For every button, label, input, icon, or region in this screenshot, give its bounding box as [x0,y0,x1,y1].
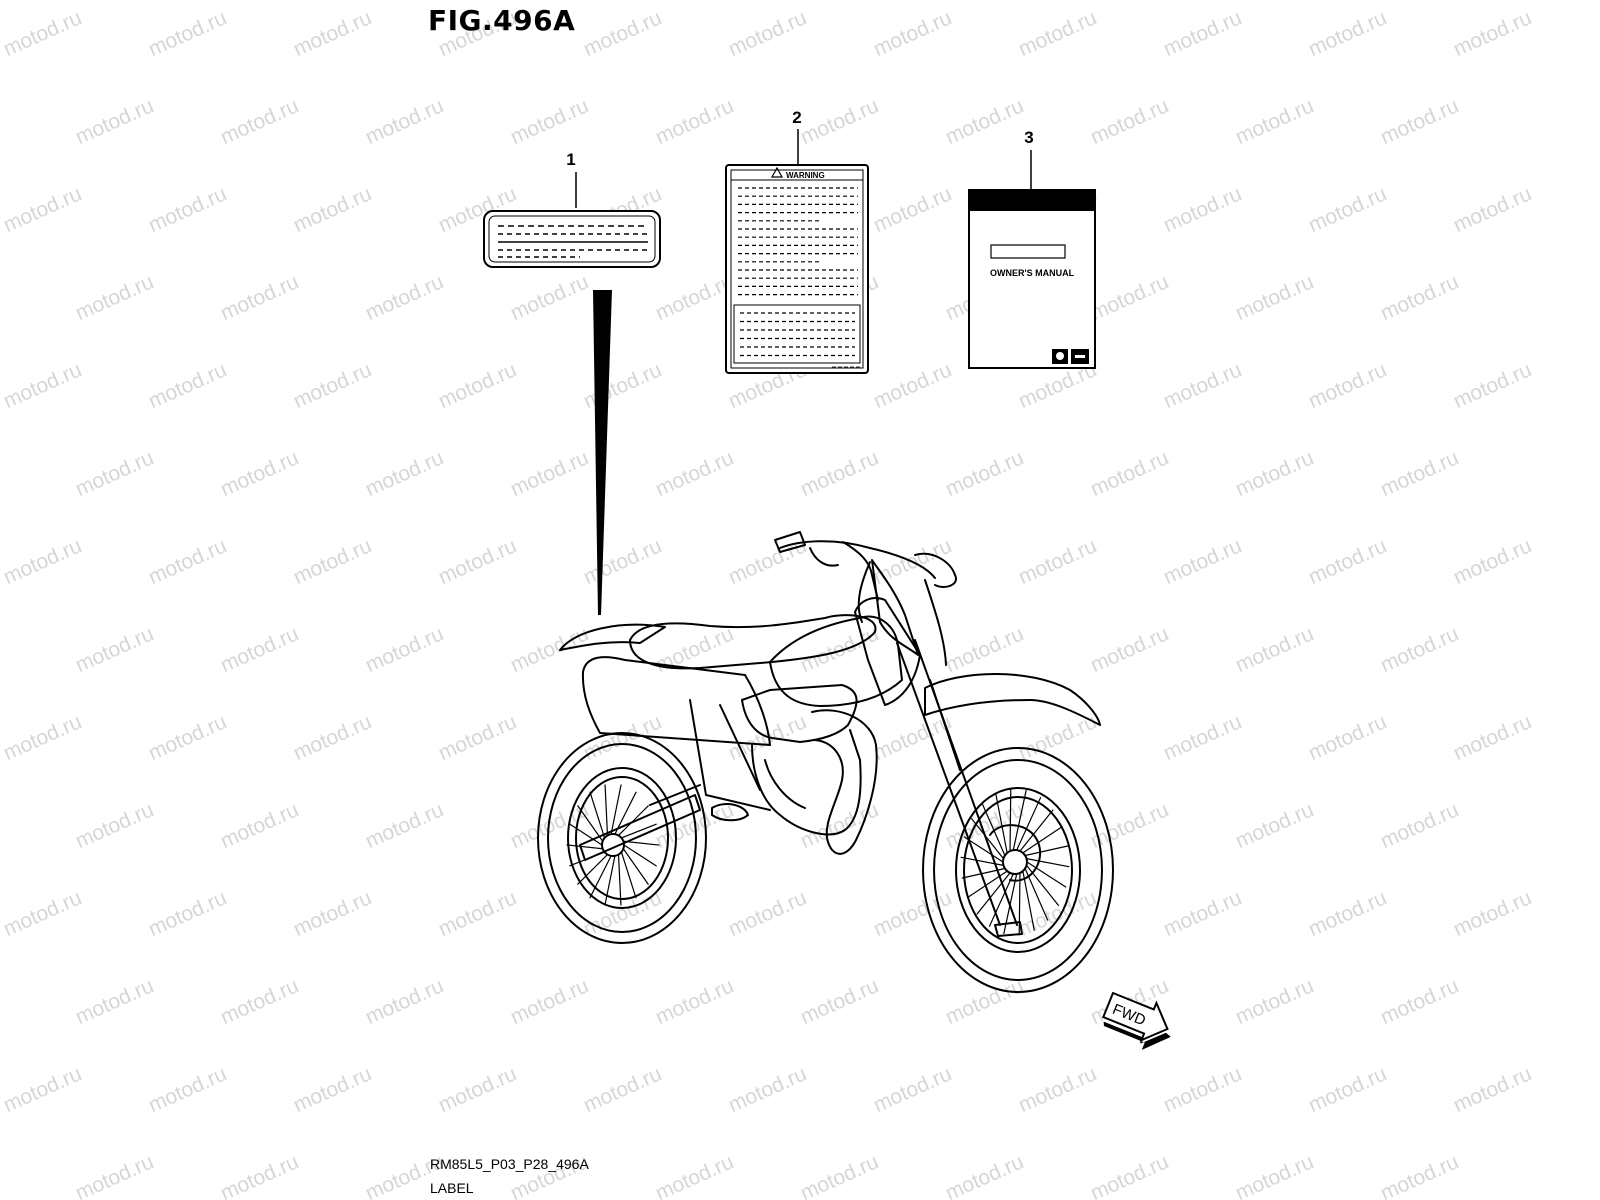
figure-caption: LABEL [430,1180,474,1196]
figure-code: RM85L5_P03_P28_496A [430,1156,589,1172]
swingarm [579,794,701,861]
warning-label-part-2[interactable]: 2 WARNING [725,108,869,374]
pointer-wedge [593,290,612,615]
wheel-spoke [1009,788,1012,852]
frame [689,699,771,811]
wheel-spoke [981,803,1006,857]
wheel-spoke [623,844,657,867]
wheel-spoke [620,823,657,839]
callout-number-1: 1 [566,150,575,169]
callout-number-3: 3 [1024,128,1033,147]
fuel-tank [769,615,903,707]
wheel-spoke [566,844,604,850]
wheel-spoke [589,855,612,899]
front-number-plate [871,559,919,656]
radiator-shroud [854,597,921,706]
warning-text-lines [738,187,858,296]
wheel-spoke [577,853,609,885]
wheel-spoke [967,870,1008,899]
callout-number-2: 2 [792,108,801,127]
wheel-spoke [1012,789,1027,851]
wheel-spoke [1025,864,1060,906]
forward-direction-arrow: FWD [1101,991,1171,1050]
wheel-spoke [1025,858,1070,868]
motorcycle-illustration [537,531,1114,993]
engine [741,684,858,743]
brand-logo-icon [1056,352,1064,360]
wheel-spoke [614,791,637,835]
exhaust-pipe [811,709,878,855]
wheel-spoke [976,872,1011,915]
handlebar [779,540,936,579]
rear-wheel [537,732,707,944]
warning-text-lines-lower [740,312,855,357]
manual-title-text: OWNER'S MANUAL [990,268,1075,278]
wheel-spoke [1016,797,1042,851]
front-fender [924,673,1101,726]
wheel-spoke [995,793,1008,854]
wheel-spoke [963,836,1004,863]
rear-fender [559,623,666,651]
warning-triangle-icon [770,166,784,178]
figure-title: FIG.496A [428,4,576,37]
wheel-spoke [1022,825,1063,854]
wheel-spoke [1024,867,1049,921]
wheel-spoke [1026,861,1067,888]
wheel-spoke [1024,845,1069,857]
wheel-spoke [620,851,637,899]
wheel-spoke [1022,870,1035,931]
front-wheel [922,747,1114,993]
wheel-spoke [1019,809,1054,852]
wheel-spoke [569,823,603,846]
warning-header-text: WARNING [786,171,825,180]
wheel-spoke [622,840,660,846]
wheel-spoke [960,856,1005,866]
side-panel [581,656,771,746]
wheel-spoke [970,818,1005,860]
wheel-spoke [1018,872,1021,936]
wheel-spoke [589,791,606,839]
wheel-spoke [988,873,1014,927]
wheel-spoke [617,853,622,906]
wheel-spoke [604,784,609,837]
wheel-spoke [577,805,604,842]
wheel-spoke [604,855,616,906]
owners-manual-part-3[interactable]: 3 OWNER'S MANUAL [968,128,1096,369]
wheel-spoke [617,805,649,837]
wheel-spoke [610,784,622,835]
wheel-spoke [622,848,649,885]
label-part-1[interactable]: 1 [483,150,661,615]
